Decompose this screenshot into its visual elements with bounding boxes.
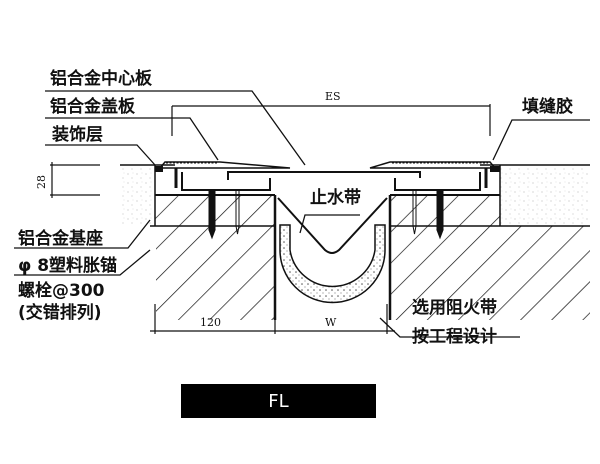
label-base-seat: 铝合金基座: [18, 228, 103, 249]
label-anchor-1: φ 8塑料胀锚: [18, 255, 117, 276]
finish-layer-left: [120, 165, 155, 225]
height-label: 28: [35, 175, 48, 189]
sealant-right: [490, 166, 500, 172]
label-sealant: 填缝胶: [522, 96, 573, 117]
waterstop: [277, 197, 388, 254]
bottom-dimensions: [150, 304, 395, 334]
substrate-right-outer: [500, 226, 590, 320]
fire-barrier: [279, 224, 386, 304]
anchor-bolts: [208, 189, 444, 240]
height-dimension: [50, 162, 100, 198]
label-anchor-3: (交错排列): [18, 302, 102, 323]
label-waterstop: 止水带: [310, 187, 361, 208]
center-plate: [227, 171, 421, 180]
substrate-right: [390, 195, 590, 320]
label-cover-plate: 铝合金盖板: [50, 96, 136, 117]
sealant-left: [155, 166, 163, 172]
gap-width-label: W: [325, 316, 337, 329]
label-center-plate: 铝合金中心板: [50, 68, 153, 89]
label-anchor-2: 螺栓@300: [18, 280, 105, 301]
finish-layer-right: [500, 165, 590, 225]
es-dimension: [171, 104, 491, 136]
es-label: ES: [325, 90, 341, 103]
label-fire-barrier-1: 选用阻火带: [412, 297, 497, 318]
side-width-label: 120: [200, 316, 221, 329]
cover-plate-left: [158, 161, 291, 169]
label-fire-barrier-2: 按工程设计: [412, 326, 497, 347]
label-finish-layer: 装饰层: [51, 124, 103, 145]
model-badge: FL: [181, 384, 376, 418]
cover-plate-right: [369, 161, 497, 169]
